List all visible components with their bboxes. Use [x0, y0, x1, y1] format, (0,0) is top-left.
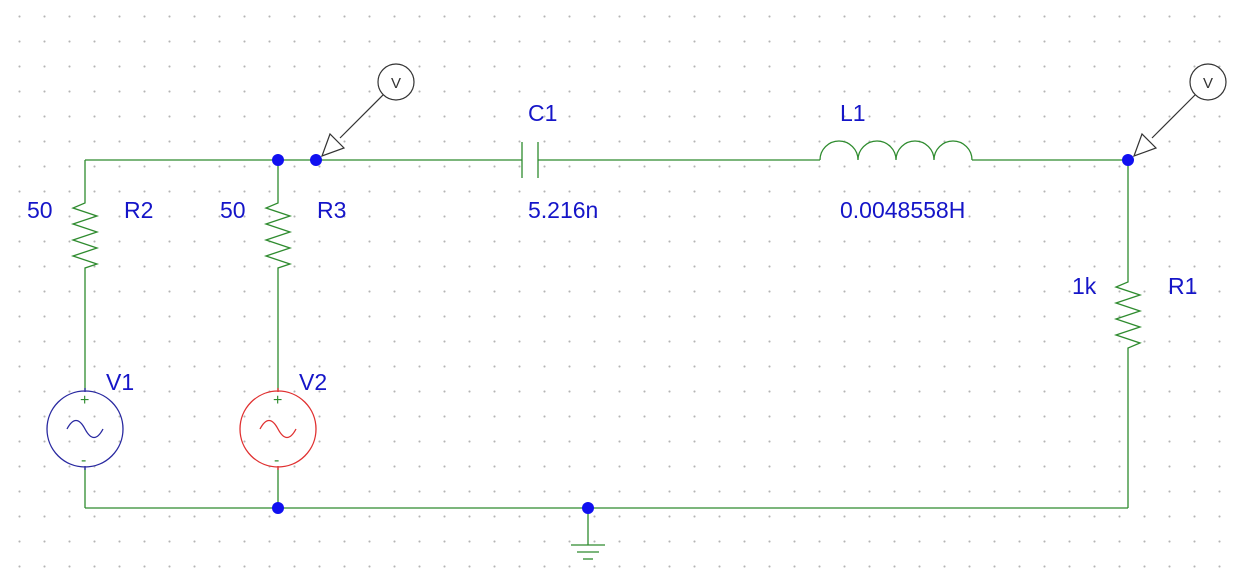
- probe-1-label: V: [391, 75, 401, 92]
- r2-name: R2: [124, 197, 153, 223]
- c1-value: 5.216n: [528, 197, 598, 223]
- v2-plus: +: [273, 392, 282, 409]
- resistor-r2[interactable]: [70, 195, 100, 272]
- capacitor-c1[interactable]: [521, 142, 539, 178]
- junction-node[interactable]: [582, 502, 594, 514]
- v2-minus: -: [274, 452, 279, 469]
- v2-name: V2: [299, 369, 327, 395]
- junction-node[interactable]: [272, 154, 284, 166]
- r1-name: R1: [1168, 273, 1197, 299]
- inductor-l1[interactable]: [819, 140, 973, 161]
- r3-name: R3: [317, 197, 346, 223]
- l1-value: 0.0048558H: [840, 197, 965, 223]
- voltage-source-v2[interactable]: [239, 388, 317, 470]
- probe-2-label: V: [1203, 75, 1213, 92]
- junction-node[interactable]: [1122, 154, 1134, 166]
- junction-node[interactable]: [310, 154, 322, 166]
- ground-icon[interactable]: [571, 544, 605, 560]
- voltage-probe-1[interactable]: [320, 63, 415, 158]
- v1-minus: -: [81, 452, 86, 469]
- voltage-probe-2[interactable]: [1132, 63, 1227, 158]
- resistor-r3[interactable]: [263, 195, 293, 272]
- c1-name: C1: [528, 100, 557, 126]
- r3-value: 50: [220, 197, 246, 223]
- l1-name: L1: [840, 100, 866, 126]
- r2-value: 50: [27, 197, 53, 223]
- voltage-source-v1[interactable]: [46, 388, 124, 470]
- r1-value: 1k: [1072, 273, 1097, 299]
- resistor-r1[interactable]: [1113, 278, 1143, 352]
- junction-node[interactable]: [272, 502, 284, 514]
- v1-plus: +: [80, 392, 89, 409]
- v1-name: V1: [106, 369, 134, 395]
